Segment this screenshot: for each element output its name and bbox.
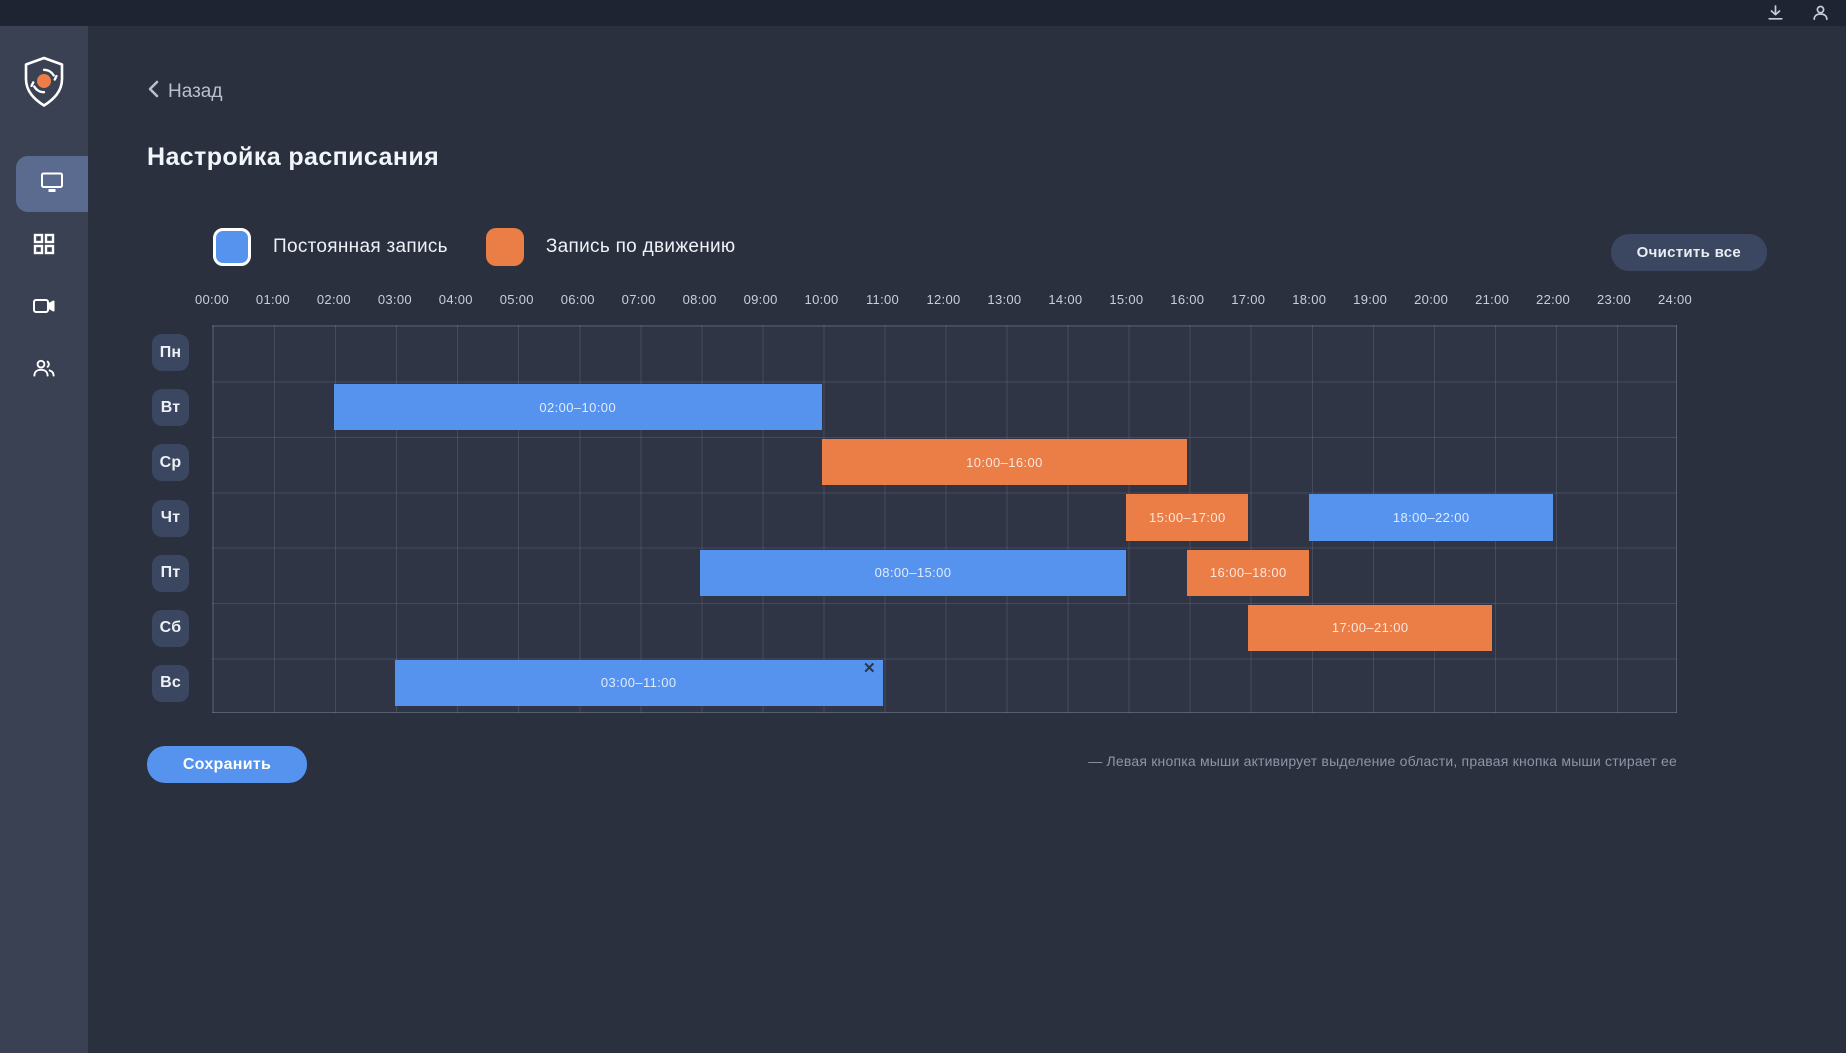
sidebar-item-apps-grid[interactable] <box>0 218 88 274</box>
day-chip-Вт[interactable]: Вт <box>152 389 189 427</box>
time-label: 11:00 <box>865 292 900 307</box>
time-label: 02:00 <box>316 292 351 307</box>
video-camera-icon <box>32 297 56 320</box>
shield-camera-logo <box>21 55 67 114</box>
legend: Постоянная запись Запись по движению <box>213 228 735 266</box>
time-label: 08:00 <box>682 292 717 307</box>
time-label: 22:00 <box>1536 292 1571 307</box>
time-label: 00:00 <box>194 292 230 307</box>
schedule-bar-Пт-motion[interactable]: 16:00–18:00 <box>1187 549 1310 596</box>
bar-time-label: 15:00–17:00 <box>1148 509 1226 525</box>
page-title: Настройка расписания <box>147 143 440 171</box>
bar-time-label: 17:00–21:00 <box>1331 620 1409 636</box>
schedule-bar-Пт-constant[interactable]: 08:00–15:00 <box>699 549 1127 596</box>
time-label: 16:00 <box>1170 292 1205 307</box>
user-icon[interactable] <box>1811 4 1830 22</box>
schedule-bar-Сб-motion[interactable]: 17:00–21:00 <box>1248 604 1493 651</box>
time-label: 01:00 <box>255 292 290 307</box>
time-label: 07:00 <box>621 292 656 307</box>
day-chip-Пн[interactable]: Пн <box>152 334 189 372</box>
time-label: 19:00 <box>1353 292 1388 307</box>
chevron-left-icon <box>147 80 159 104</box>
bar-time-label: 18:00–22:00 <box>1392 509 1470 525</box>
bar-time-label: 08:00–15:00 <box>874 565 952 581</box>
constant-record-swatch[interactable] <box>213 228 251 266</box>
day-chip-Чт[interactable]: Чт <box>152 499 189 537</box>
bar-time-label: 02:00–10:00 <box>539 399 617 415</box>
time-label: 13:00 <box>987 292 1022 307</box>
clear-all-button[interactable]: Очистить все <box>1610 234 1767 271</box>
topbar <box>0 0 1846 26</box>
sidebar-item-users[interactable] <box>0 342 88 398</box>
main-content: Назад Настройка расписания Постоянная за… <box>88 26 1846 1053</box>
bar-time-label: 10:00–16:00 <box>966 454 1043 470</box>
schedule-bar-Вс-constant[interactable]: 03:00–11:00 ✕ <box>394 659 883 706</box>
bar-time-label: 03:00–11:00 <box>600 675 677 691</box>
day-chip-Ср[interactable]: Ср <box>152 444 189 482</box>
time-label: 24:00 <box>1657 292 1693 307</box>
legend-item-constant: Постоянная запись <box>213 228 448 266</box>
time-label: 14:00 <box>1048 292 1083 307</box>
back-label: Назад <box>168 81 223 102</box>
time-label: 03:00 <box>377 292 412 307</box>
legend-label: Постоянная запись <box>273 236 448 257</box>
day-chip-Сб[interactable]: Сб <box>152 609 189 647</box>
grid-icon <box>33 233 55 260</box>
time-label: 05:00 <box>499 292 534 307</box>
time-label: 04:00 <box>438 292 473 307</box>
mouse-hint: — Левая кнопка мыши активирует выделение… <box>1088 753 1677 769</box>
back-button[interactable]: Назад <box>147 80 222 104</box>
download-icon[interactable] <box>1766 4 1785 22</box>
time-label: 15:00 <box>1109 292 1144 307</box>
time-label: 21:00 <box>1475 292 1510 307</box>
schedule-bar-Чт-constant[interactable]: 18:00–22:00 <box>1309 494 1554 541</box>
bar-time-label: 16:00–18:00 <box>1209 565 1287 581</box>
sidebar <box>0 26 88 1053</box>
time-label: 17:00 <box>1231 292 1266 307</box>
day-chip-Пт[interactable]: Пт <box>152 554 189 592</box>
sidebar-item-monitors[interactable] <box>16 156 88 212</box>
time-label: 20:00 <box>1414 292 1449 307</box>
time-label: 12:00 <box>926 292 961 307</box>
sidebar-item-cameras[interactable] <box>0 280 88 336</box>
sidebar-nav <box>0 156 88 404</box>
schedule-grid[interactable]: 02:00–10:00 10:00–16:00 15:00–17:00 18:00–2… <box>212 325 1677 713</box>
legend-label: Запись по движению <box>545 236 736 257</box>
schedule-bar-Ср-motion[interactable]: 10:00–16:00 <box>821 439 1188 486</box>
schedule-bar-Чт-motion[interactable]: 15:00–17:00 <box>1126 494 1249 541</box>
save-button[interactable]: Сохранить <box>147 746 307 783</box>
time-label: 18:00 <box>1292 292 1327 307</box>
time-label: 10:00 <box>804 292 839 307</box>
monitor-icon <box>40 171 64 198</box>
time-label: 09:00 <box>743 292 778 307</box>
motion-record-swatch[interactable] <box>485 228 524 266</box>
time-axis: 00:00 01:00 02:00 03:00 04:00 05:00 06:00 07:00… <box>195 292 1692 308</box>
day-chip-Вс[interactable]: Вс <box>152 664 189 702</box>
people-icon <box>32 358 56 383</box>
legend-item-motion: Запись по движению <box>485 228 736 266</box>
time-label: 06:00 <box>560 292 595 307</box>
time-label: 23:00 <box>1597 292 1632 307</box>
close-icon[interactable]: ✕ <box>862 659 876 677</box>
schedule-bar-Вт-constant[interactable]: 02:00–10:00 <box>333 384 822 431</box>
